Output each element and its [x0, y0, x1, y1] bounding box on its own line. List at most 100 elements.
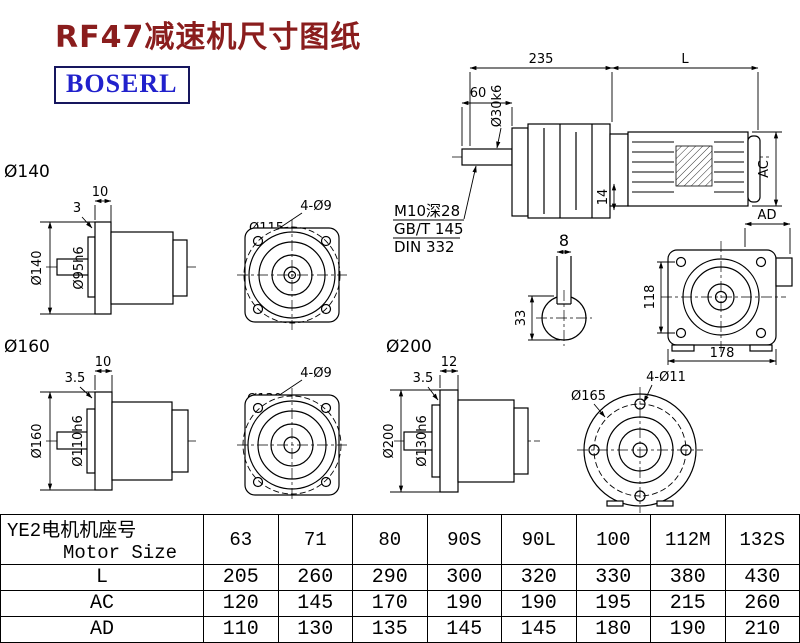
dim-AC-label: AC	[757, 160, 772, 178]
table-header-row: YE2电机机座号 Motor Size 63 71 80 90S 90L 100…	[0, 514, 800, 565]
row-label-AD: AD	[0, 616, 204, 643]
L-value: 320	[501, 564, 577, 591]
AD-value: 145	[426, 616, 502, 643]
dim-10-label: 10	[95, 355, 112, 370]
AC-value: 170	[352, 590, 428, 617]
AD-value: 180	[575, 616, 651, 643]
row-label-AC: AC	[0, 590, 204, 617]
dim-14-label: 14	[596, 189, 611, 206]
L-value: 290	[352, 564, 428, 591]
dim-10-label: 10	[92, 185, 109, 200]
dim-AD-label: AD	[758, 208, 777, 223]
AD-value: 145	[501, 616, 577, 643]
flange-140-side-view: Ø140 10 3 Ø140 Ø95h6	[4, 162, 196, 315]
motor-stator-hatch	[675, 145, 713, 187]
frame-size-112M: 112M	[650, 514, 726, 565]
bolt-holes-label: 4-Ø9	[300, 366, 331, 381]
flange-165-front-view: 4-Ø11 Ø165	[571, 370, 703, 513]
flange-140-size-label: Ø140	[4, 162, 50, 182]
AC-value: 195	[575, 590, 651, 617]
dim-flange-dia-label: Ø140	[30, 250, 45, 285]
dim-flange-dia-label: Ø160	[30, 423, 45, 458]
flange-160-side-view: Ø160 10 3.5 Ø160 Ø110h6	[4, 337, 196, 491]
motor-size-header: YE2电机机座号 Motor Size	[0, 514, 204, 565]
L-value: 430	[724, 564, 800, 591]
dim-spigot-dia-label: Ø110h6	[71, 415, 86, 467]
motor-dimension-table: YE2电机机座号 Motor Size 63 71 80 90S 90L 100…	[0, 514, 800, 643]
dim-spigot-dia-label: Ø130h6	[415, 415, 430, 467]
terminal-box	[775, 257, 793, 287]
bolt-circle-label: Ø165	[571, 389, 606, 404]
motor-adapter	[609, 133, 629, 207]
motor-size-header-cn: YE2电机机座号	[7, 520, 137, 542]
dim-shaft-diameter-label: Ø30k6	[490, 85, 505, 128]
technical-drawing: 235 L 60 Ø30k6 AC 14 M10深28 GB/T 1	[4, 52, 793, 513]
thread-note-line1: M10深28	[394, 202, 460, 220]
motor-rear-view: AD 118 178	[643, 208, 793, 365]
dim-key-width-label: 8	[559, 231, 569, 250]
gear-body	[110, 231, 174, 305]
dim-178-label: 178	[710, 346, 735, 361]
boserl-logo: BOSERL	[54, 66, 190, 104]
motor-size-header-en: Motor Size	[62, 542, 178, 564]
frame-size-90S: 90S	[426, 514, 502, 565]
AC-value: 190	[501, 590, 577, 617]
frame-size-90L: 90L	[501, 514, 577, 565]
dim-235-label: 235	[529, 52, 554, 67]
thread-note-line2: GB/T 145	[394, 220, 464, 238]
AD-value: 130	[277, 616, 353, 643]
foot-right	[656, 500, 674, 507]
AD-value: 190	[650, 616, 726, 643]
rear-housing	[667, 249, 777, 346]
flange-200-side-view: Ø200 12 3.5 Ø200 Ø130h6	[382, 337, 540, 493]
L-value: 260	[277, 564, 353, 591]
foot-left	[606, 500, 624, 507]
frame-size-71: 71	[277, 514, 353, 565]
table-row-AD: AD 110 130 135 145 145 180 190 210	[0, 616, 800, 643]
flange-200-size-label: Ø200	[386, 337, 432, 357]
dim-3-5-label: 3.5	[413, 371, 434, 386]
dim-flange-dia-label: Ø200	[382, 423, 397, 458]
table-row-AC: AC 120 145 170 190 190 195 215 260	[0, 590, 800, 617]
frame-size-80: 80	[352, 514, 428, 565]
gear-body	[457, 399, 515, 483]
fan-cover	[747, 135, 761, 203]
bolt-holes-label: 4-Ø9	[300, 199, 331, 214]
bolt-holes-label: 4-Ø11	[646, 370, 686, 385]
AC-value: 120	[203, 590, 279, 617]
dim-3-5-label: 3.5	[65, 371, 86, 386]
flange-130-front-view: 4-Ø9 Ø130	[237, 366, 347, 502]
dim-spigot-dia-label: Ø95h6	[72, 246, 87, 289]
AC-value: 215	[650, 590, 726, 617]
dim-3-label: 3	[73, 201, 81, 216]
foot-right	[749, 344, 773, 352]
AD-value: 110	[203, 616, 279, 643]
foot-left	[671, 344, 695, 352]
flange-plate	[94, 221, 112, 315]
output-shaft	[461, 148, 513, 166]
AD-value: 210	[724, 616, 800, 643]
frame-size-63: 63	[203, 514, 279, 565]
dim-118-label: 118	[643, 285, 658, 310]
dim-60-label: 60	[470, 86, 487, 101]
L-value: 205	[203, 564, 279, 591]
flange-plate	[439, 389, 459, 493]
L-value: 380	[650, 564, 726, 591]
AC-value: 145	[277, 590, 353, 617]
spigot	[86, 408, 96, 474]
spigot	[431, 404, 441, 478]
spigot	[87, 236, 96, 298]
flange-115-front-view: 4-Ø9 Ø115	[237, 199, 347, 330]
page-title: RF47减速机尺寸图纸	[55, 20, 362, 55]
AD-value: 135	[352, 616, 428, 643]
L-value: 300	[426, 564, 502, 591]
flange-160-size-label: Ø160	[4, 337, 50, 357]
gear-body	[111, 401, 173, 481]
L-value: 330	[575, 564, 651, 591]
gearbox-housing	[527, 123, 611, 219]
main-assembly-view: 235 L 60 Ø30k6 AC 14 M10深28 GB/T 1	[393, 52, 782, 256]
thread-note-line3: DIN 332	[394, 238, 455, 256]
frame-size-100: 100	[575, 514, 651, 565]
gearbox-flange	[511, 127, 529, 217]
frame-size-132S: 132S	[724, 514, 800, 565]
